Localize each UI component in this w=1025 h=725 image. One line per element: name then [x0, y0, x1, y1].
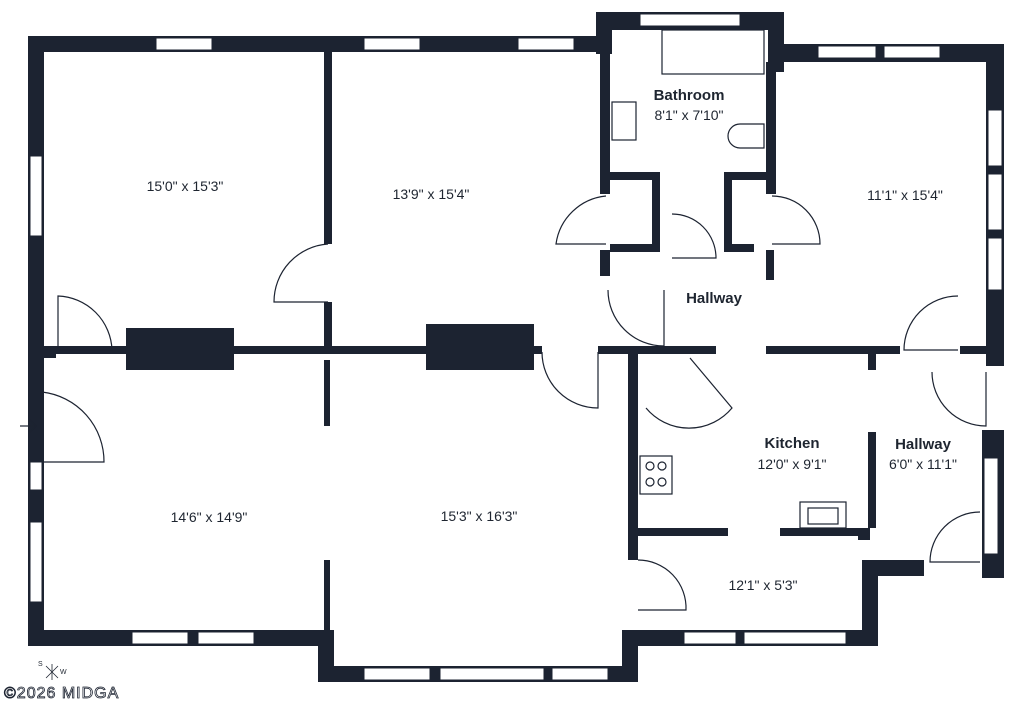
room-name-hallway-right: Hallway — [895, 436, 952, 453]
compass-south: S — [38, 661, 43, 668]
compass-west: W — [60, 669, 67, 676]
windows — [29, 13, 1003, 681]
room-name-bathroom: Bathroom — [654, 87, 725, 104]
room-dims-top-middle: 13'9" x 15'4" — [393, 186, 470, 202]
toilet — [727, 123, 765, 149]
room-name-kitchen: Kitchen — [764, 435, 819, 452]
room-dims-top-right: 11'1" x 15'4" — [867, 187, 943, 203]
room-dims-hallway-right: 6'0" x 11'1" — [889, 456, 957, 472]
watermark: ©2026 MIDGA — [4, 685, 119, 702]
entry-arrow-icon — [20, 419, 37, 433]
stove — [639, 455, 673, 495]
room-dims-utility: 12'1" x 5'3" — [729, 577, 798, 593]
doors — [41, 195, 987, 611]
interior-walls — [44, 52, 990, 632]
room-name-hallway-center: Hallway — [686, 290, 743, 307]
room-dims-kitchen: 12'0" x 9'1" — [758, 456, 827, 472]
bathroom-sink — [611, 101, 637, 141]
room-labels: 15'0" x 15'3" 13'9" x 15'4" Bathroom 8'1… — [147, 87, 957, 593]
room-dims-top-left: 15'0" x 15'3" — [147, 178, 224, 194]
bathtub — [661, 29, 765, 75]
fixtures — [611, 29, 847, 529]
room-dims-bottom-left: 14'6" x 14'9" — [171, 509, 248, 525]
room-dims-bathroom: 8'1" x 7'10" — [655, 107, 724, 123]
compass-icon: S W — [38, 661, 67, 680]
room-dims-bottom-middle: 15'3" x 16'3" — [441, 508, 518, 524]
